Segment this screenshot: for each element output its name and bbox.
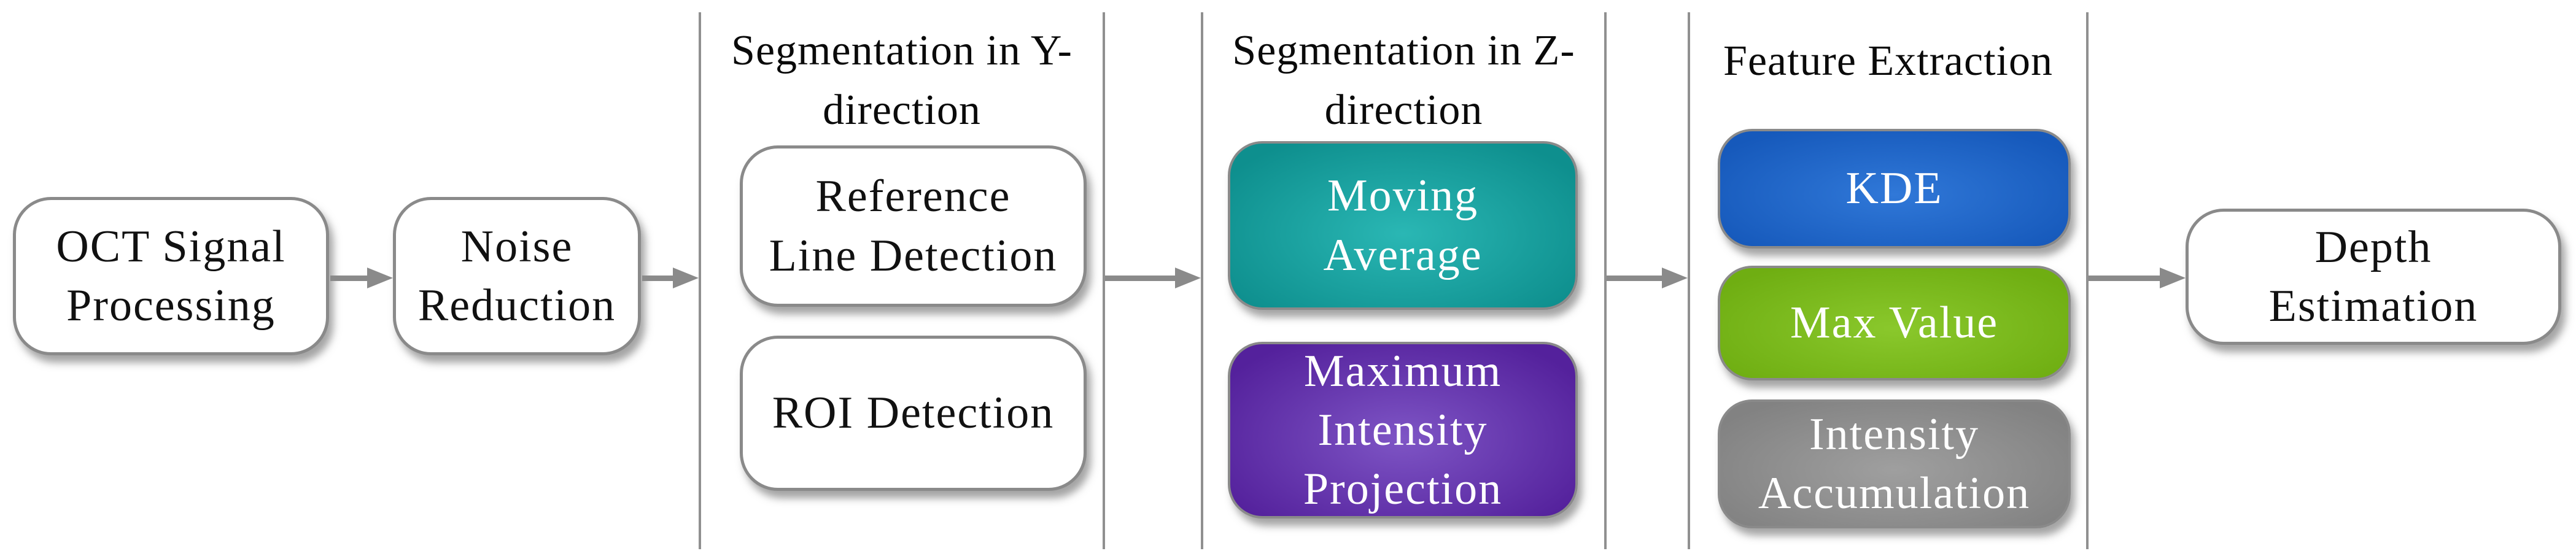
node-label: Maximum Intensity Projection: [1303, 345, 1503, 515]
arrow-shaft: [2089, 275, 2160, 281]
arrow-shaft: [642, 275, 673, 281]
group-title-feature-extraction: Feature Extraction: [1723, 37, 2053, 85]
group-right-border: [1604, 12, 1607, 549]
node-roi-detection: ROI Detection: [740, 336, 1087, 491]
flow-arrow-1: [330, 268, 393, 288]
node-kde: KDE: [1718, 129, 2071, 249]
group-title-segmentation-y: Segmentation in Y- direction: [731, 27, 1073, 134]
node-moving-average: Moving Average: [1228, 141, 1578, 310]
group-left-border: [1688, 12, 1690, 549]
group-right-border: [1103, 12, 1105, 549]
arrowhead-icon: [1175, 268, 1201, 288]
node-maximum-intensity-projection: Maximum Intensity Projection: [1228, 342, 1578, 519]
arrow-shaft: [330, 275, 367, 281]
group-left-border: [699, 12, 701, 549]
node-label: KDE: [1845, 163, 1943, 214]
flow-arrow-5: [2089, 268, 2186, 288]
arrowhead-icon: [1662, 268, 1688, 288]
group-left-border: [1201, 12, 1203, 549]
arrowhead-icon: [367, 268, 393, 288]
node-label: Moving Average: [1323, 171, 1483, 280]
node-label: Max Value: [1790, 298, 1999, 349]
flow-arrow-3: [1105, 268, 1201, 288]
node-label: OCT Signal Processing: [56, 221, 286, 331]
node-label: Noise Reduction: [417, 221, 616, 331]
arrow-shaft: [1607, 275, 1662, 281]
node-label: Reference Line Detection: [769, 171, 1058, 281]
node-max-value: Max Value: [1718, 266, 2071, 380]
group-right-border: [2086, 12, 2089, 549]
node-label: Intensity Accumulation: [1758, 409, 2031, 519]
flow-arrow-4: [1607, 268, 1688, 288]
arrowhead-icon: [2160, 268, 2186, 288]
node-noise-reduction: Noise Reduction: [393, 197, 641, 355]
group-title-segmentation-z: Segmentation in Z- direction: [1232, 27, 1575, 134]
node-reference-line-detection: Reference Line Detection: [740, 145, 1087, 307]
flow-arrow-2: [642, 268, 699, 288]
node-intensity-accumulation: Intensity Accumulation: [1718, 399, 2071, 528]
arrowhead-icon: [673, 268, 699, 288]
node-label: ROI Detection: [772, 388, 1055, 439]
node-oct-signal-processing: OCT Signal Processing: [13, 197, 329, 355]
node-depth-estimation: Depth Estimation: [2186, 209, 2561, 345]
arrow-shaft: [1105, 275, 1175, 281]
node-label: Depth Estimation: [2268, 222, 2478, 331]
